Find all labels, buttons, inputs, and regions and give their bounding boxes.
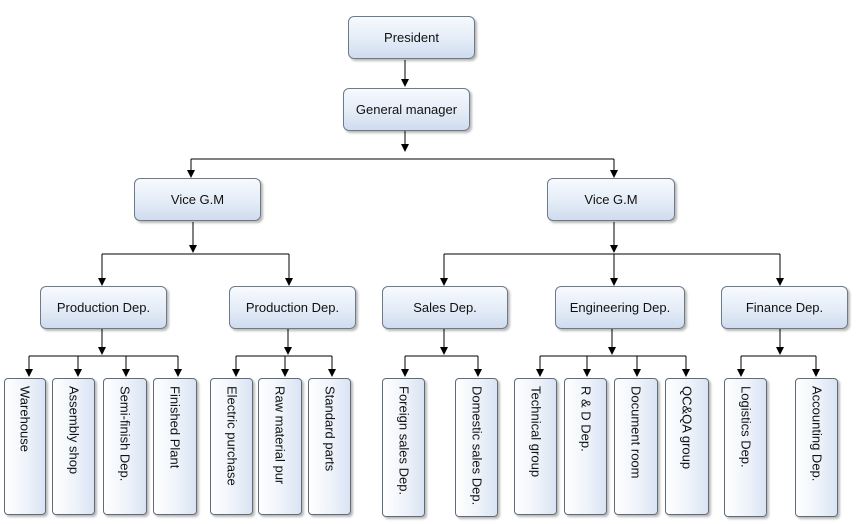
unit-logistics-dep-label: Logistics Dep. [738,386,753,468]
general-manager-box: General manager [343,88,470,131]
president-box: President [348,16,475,59]
unit-semi-finish-dep-label: Semi-finish Dep. [117,386,133,482]
unit-qcqa-group-label: QC&QA group [679,386,695,470]
unit-accounting-dep: Accounting Dep. [795,378,838,517]
finance-dep-label: Finance Dep. [745,300,824,315]
unit-logistics-dep: Logistics Dep. [724,378,767,517]
unit-finished-plant: Finished Plant [153,378,197,515]
unit-rd-dep: R & D Dep. [564,378,607,515]
finance-dep-box: Finance Dep. [721,286,848,329]
unit-document-room-label: Document room [628,386,644,479]
president-label: President [384,30,439,45]
unit-document-room: Document room [614,378,658,515]
unit-raw-material-pur: Raw material pur [258,378,302,515]
unit-warehouse-label: Warehouse [17,386,33,452]
vice-gm-right-box: Vice G.M [547,178,675,221]
unit-electric-purchase: Electric purchase [210,378,253,515]
unit-standard-parts: Standard parts [308,378,351,515]
production-dep-2-box: Production Dep. [229,286,356,329]
unit-foreign-sales-dep-label: Foreign sales Dep. [396,386,411,496]
vice-gm-left-box: Vice G.M [134,178,261,221]
unit-technical-group-label: Technical group [528,386,543,478]
general-manager-label: General manager [355,102,458,117]
unit-electric-purchase-label: Electric purchase [224,386,239,486]
unit-standard-parts-label: Standard parts [322,386,337,472]
production-dep-1-label: Production Dep. [56,300,151,315]
unit-accounting-dep-label: Accounting Dep. [809,386,824,482]
sales-dep-box: Sales Dep. [382,286,508,329]
unit-technical-group: Technical group [514,378,557,515]
unit-finished-plant-label: Finished Plant [167,386,183,469]
engineering-dep-box: Engineering Dep. [555,286,685,329]
unit-domestic-sales-dep: Domestic sales Dep. [455,378,498,517]
unit-foreign-sales-dep: Foreign sales Dep. [382,378,425,517]
unit-rd-dep-label: R & D Dep. [578,386,593,452]
sales-dep-label: Sales Dep. [413,300,477,315]
vice-gm-left-label: Vice G.M [170,192,225,207]
unit-domestic-sales-dep-label: Domestic sales Dep. [469,386,484,506]
unit-assembly-shop: Assembly shop [52,378,95,515]
unit-semi-finish-dep: Semi-finish Dep. [103,378,147,515]
vice-gm-right-label: Vice G.M [584,192,638,207]
unit-warehouse: Warehouse [4,378,46,515]
engineering-dep-label: Engineering Dep. [569,300,671,315]
unit-qcqa-group: QC&QA group [665,378,709,515]
unit-assembly-shop-label: Assembly shop [66,386,81,475]
production-dep-1-box: Production Dep. [40,286,167,329]
production-dep-2-label: Production Dep. [245,300,340,315]
unit-raw-material-pur-label: Raw material pur [272,386,288,485]
